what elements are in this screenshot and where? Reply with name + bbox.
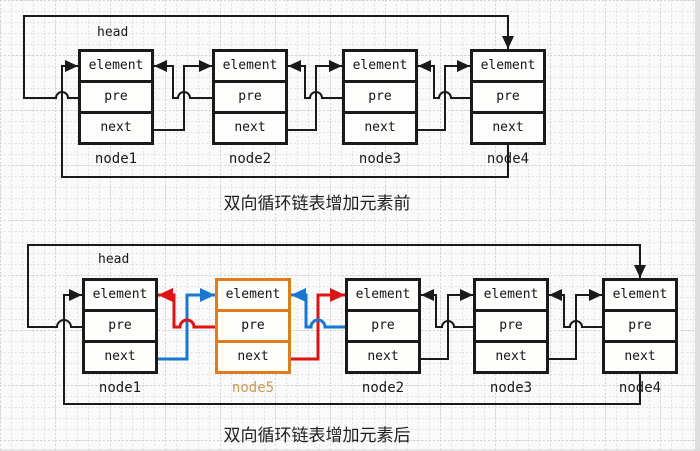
before-node1-next-to-node2-arrow: [154, 60, 212, 131]
after-connectors-black: [27, 244, 646, 405]
before-node2-next-to-node3-arrow: [288, 60, 342, 131]
cell-next: next: [473, 111, 543, 142]
before-node4-pre-to-node3-arrow: [418, 60, 470, 99]
cell-pre: pre: [215, 80, 285, 111]
cell-element: element: [483, 287, 539, 302]
before-head-label: head: [97, 25, 129, 40]
before-node4-next-to-node1-arrow: [61, 60, 509, 178]
before-node2-label: node2: [228, 151, 272, 167]
screenshot-right-edge: [695, 0, 700, 451]
cell-next: next: [85, 340, 155, 371]
after-node1-box: element pre next: [82, 278, 158, 374]
cell-pre: pre: [348, 309, 418, 340]
screenshot-bottom-edge: [0, 449, 700, 451]
cell-pre: pre: [81, 80, 151, 111]
cell-pre: pre: [476, 309, 546, 340]
cell-next: next: [81, 111, 151, 142]
after-node2-box: element pre next: [345, 278, 421, 374]
cell-next: next: [215, 111, 285, 142]
cell-pre: pre: [345, 80, 415, 111]
after-node1-next-to-node5-arrow-blue: [158, 288, 215, 361]
before-node1-label: node1: [94, 151, 138, 167]
after-node4-box: element pre next: [602, 278, 678, 374]
cell-element: element: [225, 287, 281, 302]
after-node4-label: node4: [618, 380, 662, 396]
after-node3-label: node3: [489, 380, 533, 396]
after-node3-box: element pre next: [473, 278, 549, 374]
before-node4-box: element pre next: [470, 49, 546, 145]
after-node3-pre-to-node2-arrow: [421, 289, 473, 328]
after-node4-pre-to-node3-arrow: [549, 289, 602, 328]
after-node2-pre-to-node5-arrow-blue: [291, 288, 345, 329]
after-node5-pre-to-node1-arrow-red: [158, 288, 215, 329]
cell-element: element: [92, 287, 148, 302]
cell-pre: pre: [473, 80, 543, 111]
before-head-loop-pre-arrow: [23, 15, 514, 99]
before-connectors: [23, 15, 514, 178]
cell-pre: pre: [605, 309, 675, 340]
before-node3-box: element pre next: [342, 49, 418, 145]
before-node1-box: element pre next: [78, 49, 154, 145]
after-node5-next-to-node2-arrow-red: [291, 288, 345, 361]
cell-element: element: [88, 58, 144, 73]
after-head-loop-pre-arrow: [27, 244, 646, 328]
after-node2-label: node2: [361, 380, 405, 396]
cell-next: next: [345, 111, 415, 142]
after-node5-box: element pre next: [215, 278, 291, 374]
before-node3-pre-to-node2-arrow: [288, 60, 342, 99]
after-node4-next-to-node1-arrow: [63, 289, 641, 405]
cell-pre: pre: [85, 309, 155, 340]
cell-next: next: [218, 340, 288, 371]
after-node1-label: node1: [98, 380, 142, 396]
before-caption: 双向循环链表增加元素前: [223, 194, 411, 213]
after-caption: 双向循环链表增加元素后: [223, 426, 411, 445]
after-node2-next-to-node3-arrow: [421, 289, 473, 360]
cell-element: element: [355, 287, 411, 302]
cell-pre: pre: [218, 309, 288, 340]
before-node3-label: node3: [358, 151, 402, 167]
before-node3-next-to-node4-arrow: [418, 60, 470, 131]
before-node2-box: element pre next: [212, 49, 288, 145]
cell-element: element: [352, 58, 408, 73]
after-node3-next-to-node4-arrow: [549, 289, 602, 360]
before-node2-pre-to-node1-arrow: [154, 60, 212, 99]
cell-next: next: [476, 340, 546, 371]
cell-element: element: [612, 287, 668, 302]
after-head-label: head: [98, 252, 130, 267]
cell-next: next: [348, 340, 418, 371]
after-node5-label: node5: [231, 380, 275, 396]
after-connectors-colored: [158, 288, 345, 361]
cell-element: element: [480, 58, 536, 73]
cell-next: next: [605, 340, 675, 371]
before-node4-label: node4: [486, 151, 530, 167]
cell-element: element: [222, 58, 278, 73]
